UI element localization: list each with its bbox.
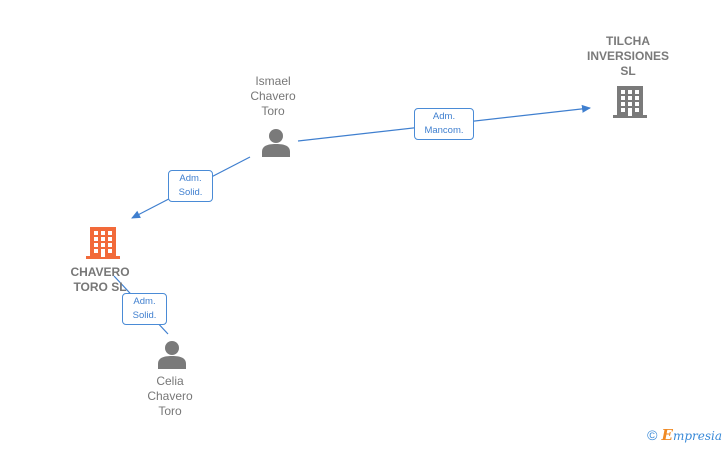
node-label-celia[interactable]: Celia Chavero Toro [147,374,193,418]
edge-label-ismael-tilcha: Adm. Mancom. [414,108,474,140]
edge-label-celia-chavero: Adm. Solid. [122,293,167,325]
node-label-tilcha[interactable]: TILCHA INVERSIONES SL [586,34,670,78]
person-icon[interactable] [261,128,291,158]
building-icon[interactable] [613,84,647,118]
node-label-chavero-toro[interactable]: CHAVERO TORO SL [70,265,130,294]
edge-label-ismael-chavero: Adm. Solid. [168,170,213,202]
building-icon[interactable] [86,225,120,259]
node-label-ismael[interactable]: Ismael Chavero Toro [250,74,296,118]
copyright-icon: © [647,427,658,443]
brand-logo-letter: E [661,426,673,444]
person-icon[interactable] [157,340,187,370]
brand-logo-text: mpresia [672,429,722,443]
brand-footer: ©Empresia [647,426,722,444]
